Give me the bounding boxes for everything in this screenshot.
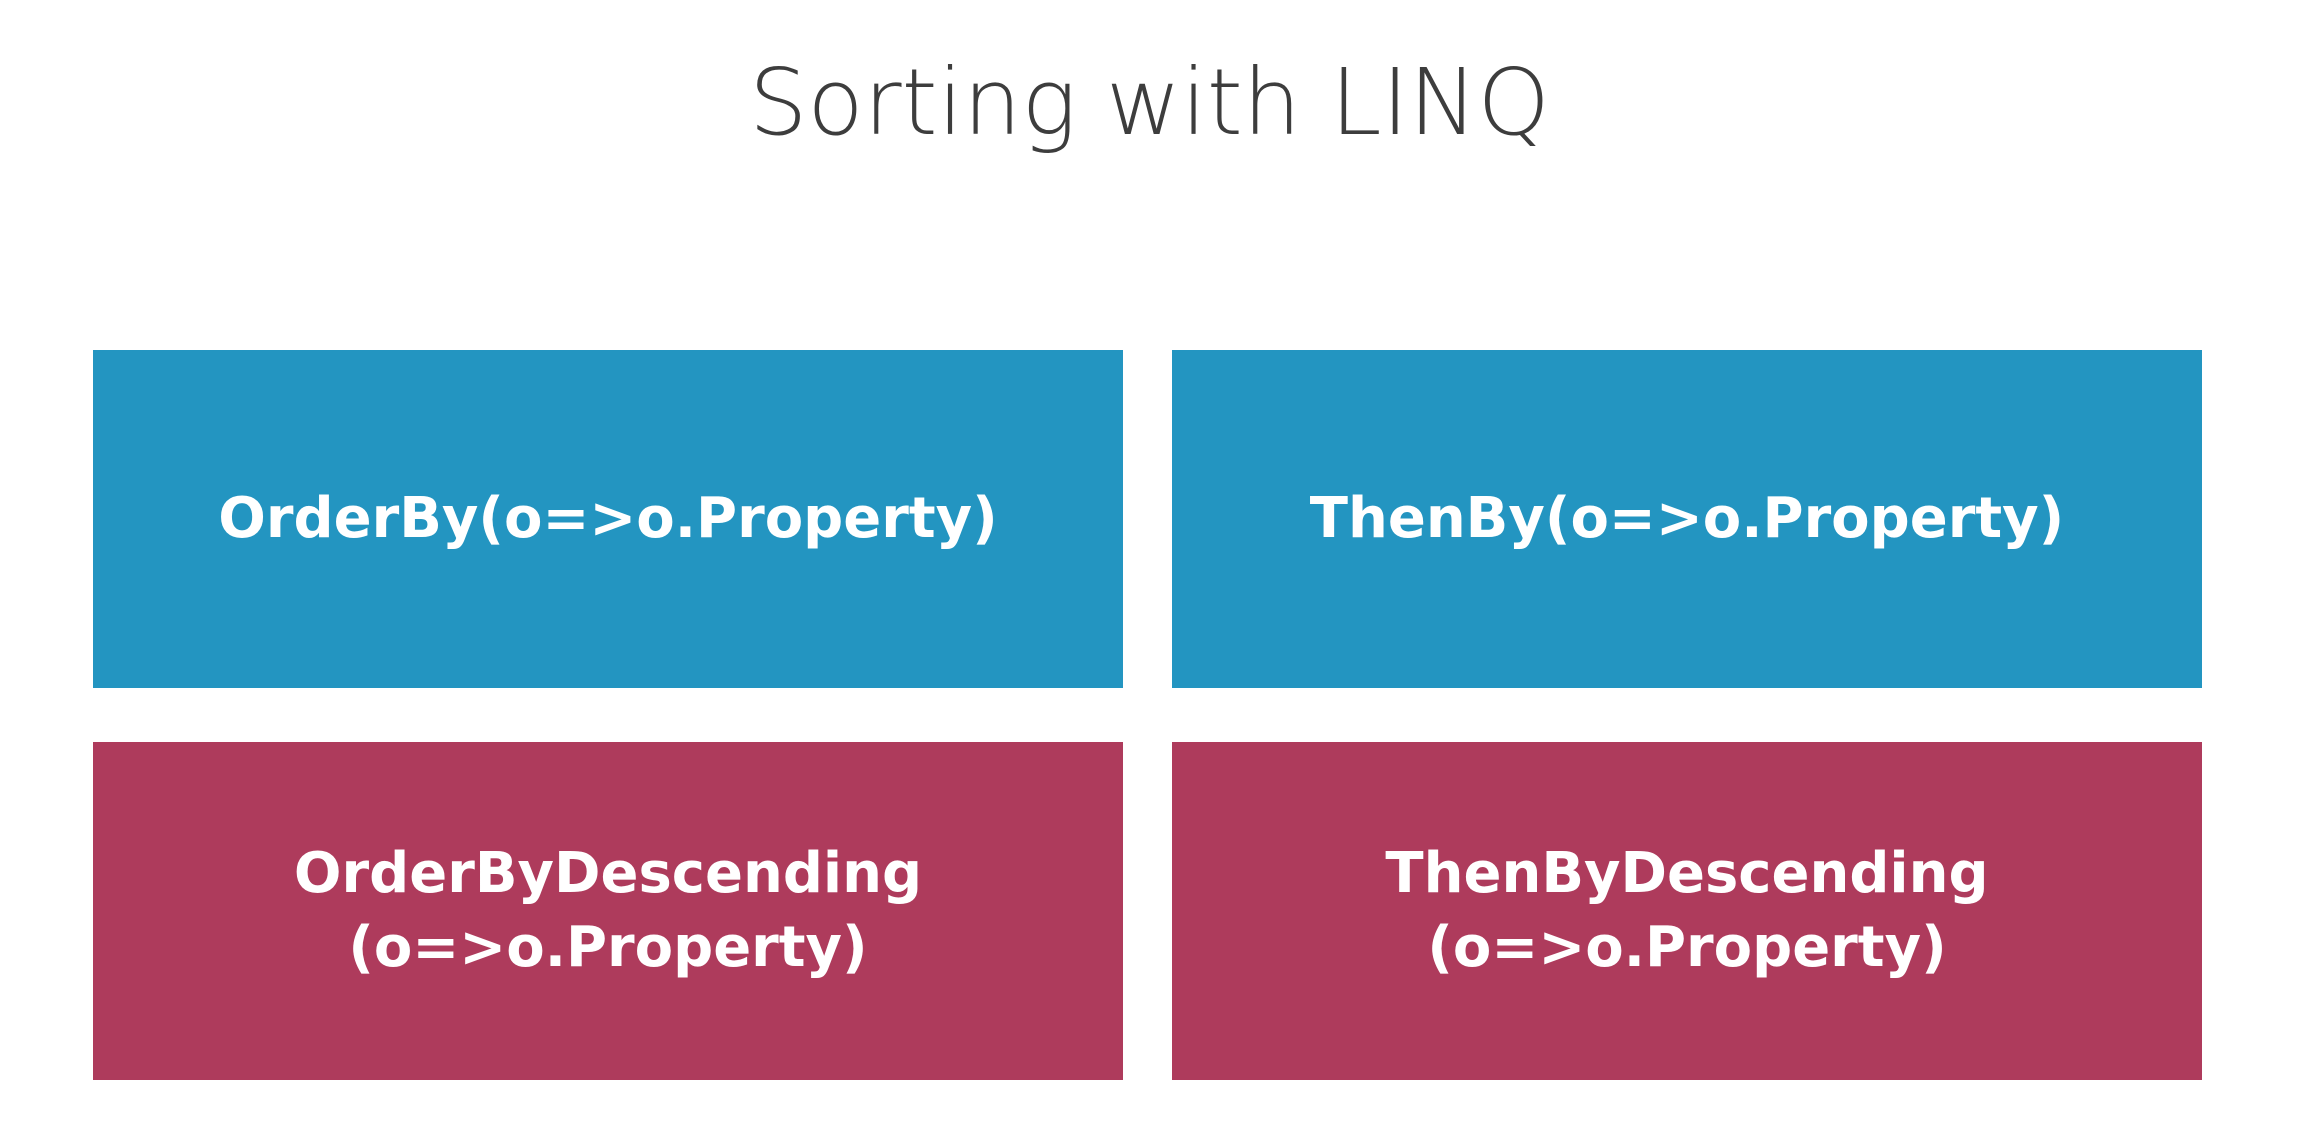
orderbydescending-label: OrderByDescending (o=>o.Property) <box>294 837 922 985</box>
orderbydescending-line-2: (o=>o.Property) <box>348 915 868 980</box>
thenbydescending-line-2: (o=>o.Property) <box>1427 915 1947 980</box>
orderby-label: OrderBy(o=>o.Property) <box>218 482 997 556</box>
thenby-box: ThenBy(o=>o.Property) <box>1172 350 2202 688</box>
thenbydescending-line-1: ThenByDescending <box>1385 841 1989 906</box>
thenby-label: ThenBy(o=>o.Property) <box>1310 482 2064 556</box>
orderby-box: OrderBy(o=>o.Property) <box>93 350 1123 688</box>
thenby-line-1: ThenBy(o=>o.Property) <box>1309 486 2065 551</box>
orderbydescending-box: OrderByDescending (o=>o.Property) <box>93 742 1123 1080</box>
orderby-line-1: OrderBy(o=>o.Property) <box>218 486 998 551</box>
thenbydescending-label: ThenByDescending (o=>o.Property) <box>1385 837 1988 985</box>
thenbydescending-box: ThenByDescending (o=>o.Property) <box>1172 742 2202 1080</box>
orderbydescending-line-1: OrderByDescending <box>293 841 923 906</box>
slide-title: Sorting with LINQ <box>749 49 1550 156</box>
